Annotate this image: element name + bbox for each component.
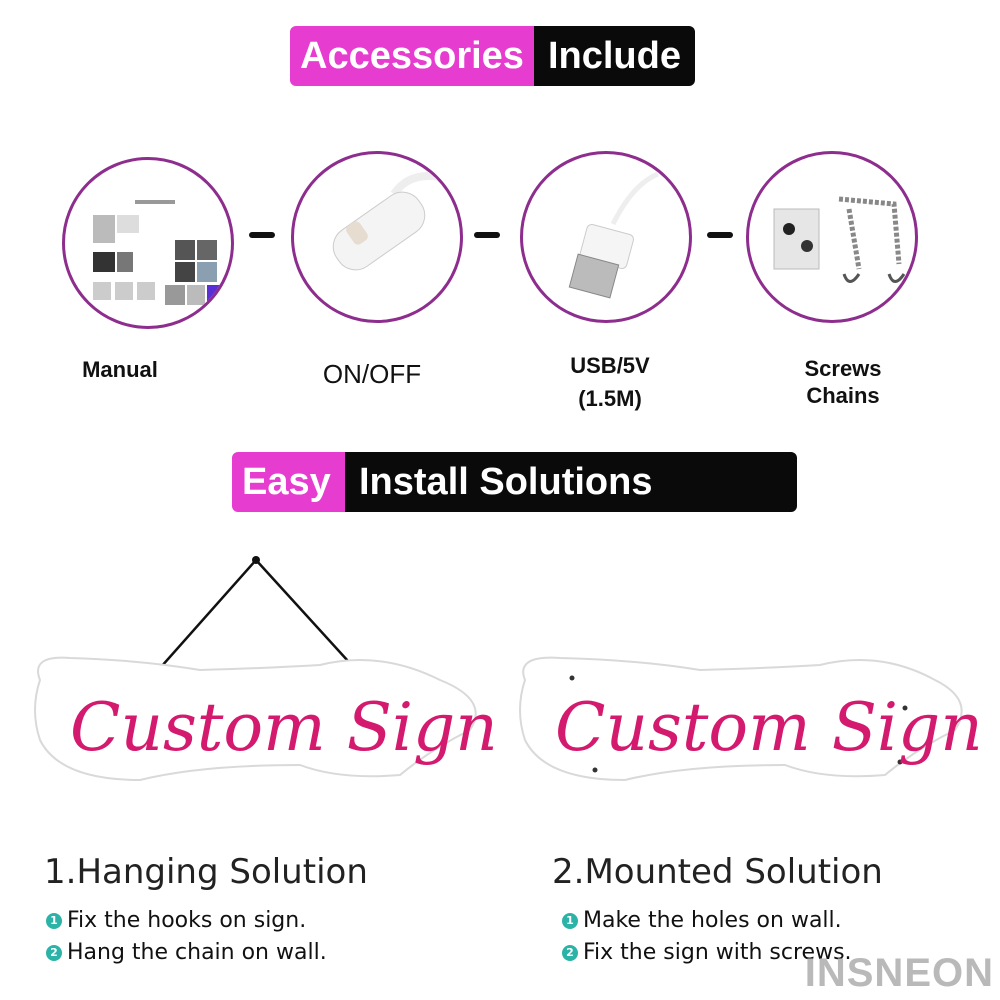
- step-text: Fix the hooks on sign.: [67, 908, 307, 933]
- accessory-label-screws: Screws: [804, 356, 882, 381]
- banner-text: Include: [533, 26, 695, 86]
- hanging-sign-backing: [34, 656, 477, 782]
- step-number-icon: 2: [562, 944, 578, 961]
- step-number-icon: 2: [46, 944, 62, 961]
- usb-image: [520, 151, 692, 323]
- connector-dash: [474, 232, 500, 238]
- step-number-icon: 1: [562, 912, 578, 929]
- banner-text: Install Solutions: [345, 452, 797, 512]
- hanging-sign-text: Custom Sign: [70, 689, 498, 766]
- accessories-banner: Accessories Include: [290, 26, 695, 86]
- connector-dash: [707, 232, 733, 238]
- manual-image: [62, 157, 234, 329]
- banner-highlight: Accessories: [290, 26, 534, 86]
- hanging-solution-title: 1.Hanging Solution: [44, 852, 368, 892]
- accessory-label-switch: ON/OFF: [322, 359, 422, 389]
- hanging-step-2: 2 Hang the chain on wall.: [46, 940, 327, 965]
- signs-illustration: Custom Sign Custom Sign: [34, 556, 983, 782]
- mounted-step-2: 2 Fix the sign with screws.: [562, 940, 852, 965]
- banner-highlight: Easy: [232, 452, 345, 512]
- mounted-sign-backing: [519, 656, 963, 782]
- screws-chains-image: [746, 151, 918, 323]
- accessory-label-manual: Manual: [82, 357, 158, 382]
- switch-image: [291, 151, 463, 323]
- wall-hook: [252, 556, 260, 564]
- accessory-label-usb: USB/5V: [570, 353, 650, 378]
- mounted-sign-text: Custom Sign: [555, 689, 983, 766]
- step-number-icon: 1: [46, 912, 62, 929]
- mounted-solution-title: 2.Mounted Solution: [552, 852, 883, 892]
- step-text: Fix the sign with screws.: [583, 940, 852, 965]
- step-text: Make the holes on wall.: [583, 908, 842, 933]
- accessory-label-chains: Chains: [806, 383, 880, 408]
- mounted-step-1: 1 Make the holes on wall.: [562, 908, 842, 933]
- accessory-label-usb-length: (1.5M): [578, 386, 642, 411]
- install-banner: Easy Install Solutions: [232, 452, 797, 512]
- step-text: Hang the chain on wall.: [67, 940, 327, 965]
- connector-dash: [249, 232, 275, 238]
- brand-watermark: INSNEON: [804, 951, 994, 995]
- hanging-step-1: 1 Fix the hooks on sign.: [46, 908, 306, 933]
